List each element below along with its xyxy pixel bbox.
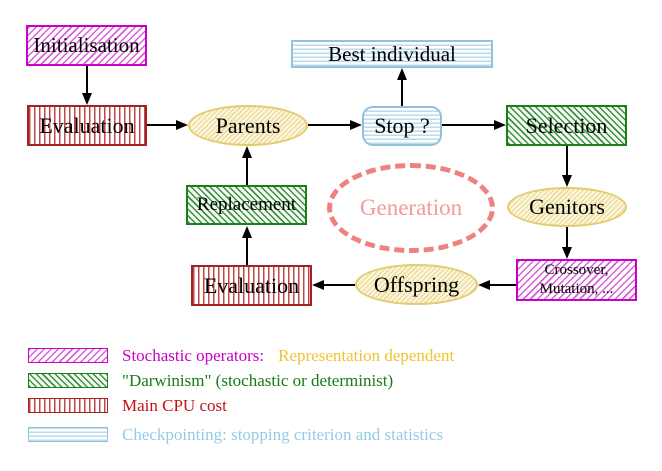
arrowhead-up-icon	[242, 146, 252, 158]
arrow-line	[566, 227, 568, 247]
node-evaluation-bottom-label: Evaluation	[203, 272, 300, 298]
green-diagonal-hatch-swatch-icon	[28, 373, 108, 388]
node-offspring-label: Offspring	[373, 271, 460, 297]
node-initialisation-label: Initialisation	[33, 33, 140, 57]
node-replacement: Replacement	[186, 185, 307, 225]
node-best-individual: Best individual	[291, 40, 493, 68]
node-selection-label: Selection	[525, 112, 608, 138]
node-evaluation-bottom: Evaluation	[191, 265, 312, 306]
red-vertical-stripe-swatch-icon	[28, 398, 108, 413]
arrowhead-down-icon	[82, 93, 92, 105]
arrow-line	[86, 66, 88, 94]
magenta-diagonal-hatch-swatch-icon	[28, 348, 108, 363]
arrowhead-right-icon	[494, 120, 506, 130]
node-offspring: Offspring	[355, 264, 478, 305]
legend-label-darwinism: "Darwinism" (stochastic or determinist)	[122, 370, 394, 390]
legend-row-darwinism: "Darwinism" (stochastic or determinist)	[28, 370, 394, 390]
arrowhead-down-icon	[562, 175, 572, 187]
legend-label-main-cpu-cost: Main CPU cost	[122, 395, 227, 415]
legend-row-stochastic-operators: Stochastic operators: Representation dep…	[28, 345, 455, 365]
node-evaluation-top-label: Evaluation	[39, 112, 135, 138]
arrow-line	[324, 284, 355, 286]
arrow-line	[147, 124, 176, 126]
generation-loop-ellipse: Generation	[327, 163, 495, 253]
node-genitors-label: Genitors	[529, 194, 605, 219]
arrow-line	[566, 146, 568, 175]
node-parents-label: Parents	[215, 112, 281, 138]
legend-row-checkpointing: Checkpointing: stopping criterion and st…	[28, 424, 444, 444]
node-replacement-label: Replacement	[196, 194, 297, 215]
cyan-horizontal-stripe-swatch-icon	[28, 427, 108, 442]
arrow-line	[401, 80, 403, 106]
arrow-line	[246, 158, 248, 185]
node-crossover-mutation: Crossover, Mutation, ...	[516, 259, 637, 301]
arrowhead-up-icon	[242, 226, 252, 238]
arrow-line	[246, 238, 248, 265]
node-initialisation: Initialisation	[26, 25, 147, 66]
legend-row-main-cpu-cost: Main CPU cost	[28, 395, 227, 415]
node-crossover-label-line2: Mutation, ...	[539, 281, 614, 297]
arrowhead-up-icon	[397, 68, 407, 80]
node-evaluation-top: Evaluation	[27, 105, 147, 146]
arrowhead-down-icon	[562, 247, 572, 259]
arrowhead-right-icon	[176, 120, 188, 130]
arrowhead-right-icon	[350, 120, 362, 130]
node-stop-label: Stop ?	[374, 113, 430, 138]
generation-label: Generation	[359, 195, 463, 220]
arrow-line	[490, 284, 516, 286]
node-best-individual-label: Best individual	[328, 41, 456, 66]
node-parents: Parents	[188, 105, 308, 146]
arrowhead-left-icon	[478, 280, 490, 290]
node-crossover-label-line1: Crossover,	[544, 262, 609, 279]
arrow-line	[308, 124, 350, 126]
node-stop-decision: Stop ?	[362, 106, 442, 146]
legend-label-checkpointing: Checkpointing: stopping criterion and st…	[122, 424, 444, 444]
arrow-line	[442, 124, 494, 126]
legend-label-representation-dependent: Representation dependent	[278, 345, 455, 365]
node-selection: Selection	[506, 105, 627, 146]
arrowhead-left-icon	[312, 280, 324, 290]
node-genitors: Genitors	[507, 187, 627, 227]
legend-label-stochastic-operators: Stochastic operators:	[122, 345, 265, 365]
